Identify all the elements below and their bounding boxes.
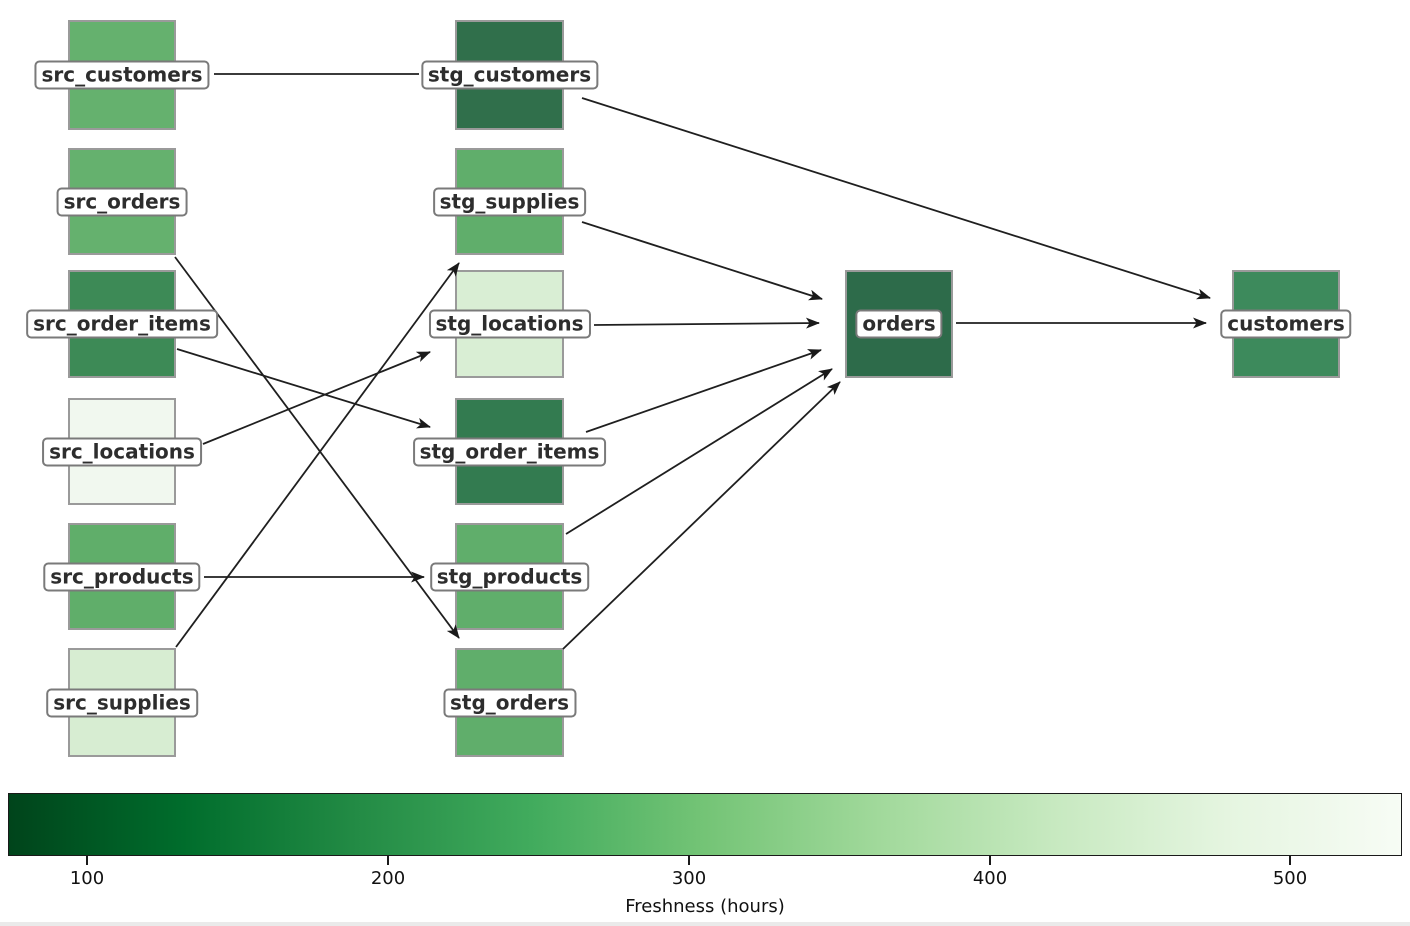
node-label-stg_orders: stg_orders xyxy=(442,688,577,717)
colorbar-tick-label-400: 400 xyxy=(972,868,1008,889)
colorbar-tick-500 xyxy=(1289,856,1291,865)
node-label-stg_supplies: stg_supplies xyxy=(432,187,587,216)
node-label-orders: orders xyxy=(855,309,943,339)
node-label-src_locations: src_locations xyxy=(42,437,202,466)
edge-stg_supplies-to-orders xyxy=(581,221,823,301)
edge-stg_products-to-orders xyxy=(565,368,833,535)
edge-stg_customers-to-customers xyxy=(581,97,1211,300)
colorbar-tick-400 xyxy=(989,856,991,865)
bottom-divider xyxy=(0,922,1410,926)
colorbar-tick-100 xyxy=(86,856,88,865)
colorbar-tick-label-200: 200 xyxy=(370,868,406,889)
edge-stg_order_items-to-orders xyxy=(585,349,822,433)
node-label-stg_locations: stg_locations xyxy=(428,309,591,339)
colorbar-tick-label-500: 500 xyxy=(1272,868,1308,889)
colorbar-tick-label-300: 300 xyxy=(671,868,707,889)
edge-stg_orders-to-orders xyxy=(562,381,841,650)
node-label-src_orders: src_orders xyxy=(56,187,188,216)
colorbar-axis-label: Freshness (hours) xyxy=(625,896,785,917)
colorbar-tick-300 xyxy=(688,856,690,865)
node-label-src_order_items: src_order_items xyxy=(26,309,218,339)
node-label-customers: customers xyxy=(1220,309,1352,339)
node-label-stg_customers: stg_customers xyxy=(420,60,599,90)
node-label-stg_order_items: stg_order_items xyxy=(412,437,607,466)
node-label-src_supplies: src_supplies xyxy=(46,688,198,717)
freshness-colorbar xyxy=(8,793,1402,856)
colorbar-tick-label-100: 100 xyxy=(69,868,105,889)
edge-src_order_items-to-stg_order_items xyxy=(176,348,431,429)
node-label-src_products: src_products xyxy=(43,562,201,591)
colorbar-tick-200 xyxy=(387,856,389,865)
edge-stg_locations-to-orders xyxy=(593,317,820,329)
node-label-src_customers: src_customers xyxy=(34,60,210,90)
edge-src_locations-to-stg_locations xyxy=(202,351,431,445)
edge-src_supplies-to-stg_supplies xyxy=(175,262,460,648)
node-label-stg_products: stg_products xyxy=(429,562,590,591)
